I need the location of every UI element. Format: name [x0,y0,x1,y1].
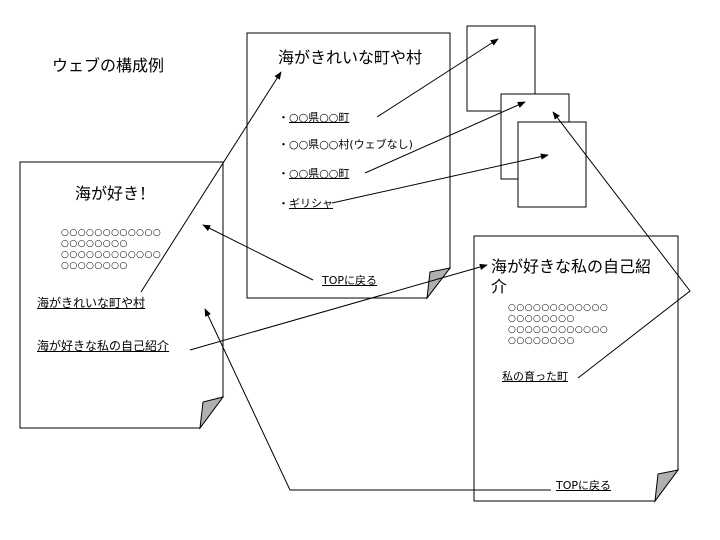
list-item: ・ギリシャ [278,198,333,209]
intro-back-to-top-link[interactable]: TOPに戻る [556,479,612,492]
list-bullet: ・ [278,138,289,151]
town-page-title: 海がきれいな町や村 [278,48,423,67]
town-page-fold [426,267,452,300]
link-town-3[interactable]: ○○県○○町 [289,167,350,180]
list-item: ・○○県○○町 [278,168,349,179]
external-page-2 [500,93,570,180]
top-page-body-text: ○○○○○○○○○○○○ ○○○○○○○○ ○○○○○○○○○○○○ ○○○○○… [61,228,162,271]
diagram-title: ウェブの構成例 [52,56,165,75]
list-bullet: ・ [278,197,289,210]
link-sea-towns[interactable]: 海がきれいな町や村 [37,296,146,310]
top-page-title: 海が好き！ [75,184,156,203]
arrow-introback-to-top [204,308,551,491]
link-town-1[interactable]: ○○県○○町 [289,111,350,124]
link-hometown[interactable]: 私の育った町 [502,370,568,383]
intro-page-body-text: ○○○○○○○○○○○○ ○○○○○○○○ ○○○○○○○○○○○○ ○○○○○… [508,303,609,346]
arrow-townback-to-top [202,224,314,281]
intro-page-title: 海が好きな私の自己紹介 [491,257,652,296]
link-greece[interactable]: ギリシャ [289,197,333,210]
list-item: ・○○県○○村(ウェブなし) [278,139,413,150]
arrow-greece-to-ext3 [331,153,549,204]
external-page-1 [466,25,536,112]
town-back-to-top-link[interactable]: TOPに戻る [322,274,378,287]
list-bullet: ・ [278,111,289,124]
list-item: ・○○県○○町 [278,112,349,123]
list-bullet: ・ [278,167,289,180]
intro-page-fold [654,469,680,503]
arrow-top-to-town [140,71,282,293]
link-self-intro[interactable]: 海が好きな私の自己紹介 [37,339,170,353]
external-page-3 [517,121,587,208]
top-page-fold [199,396,225,430]
town-page-sheet [246,32,452,300]
town-no-web-label: ○○県○○村(ウェブなし) [289,138,413,151]
